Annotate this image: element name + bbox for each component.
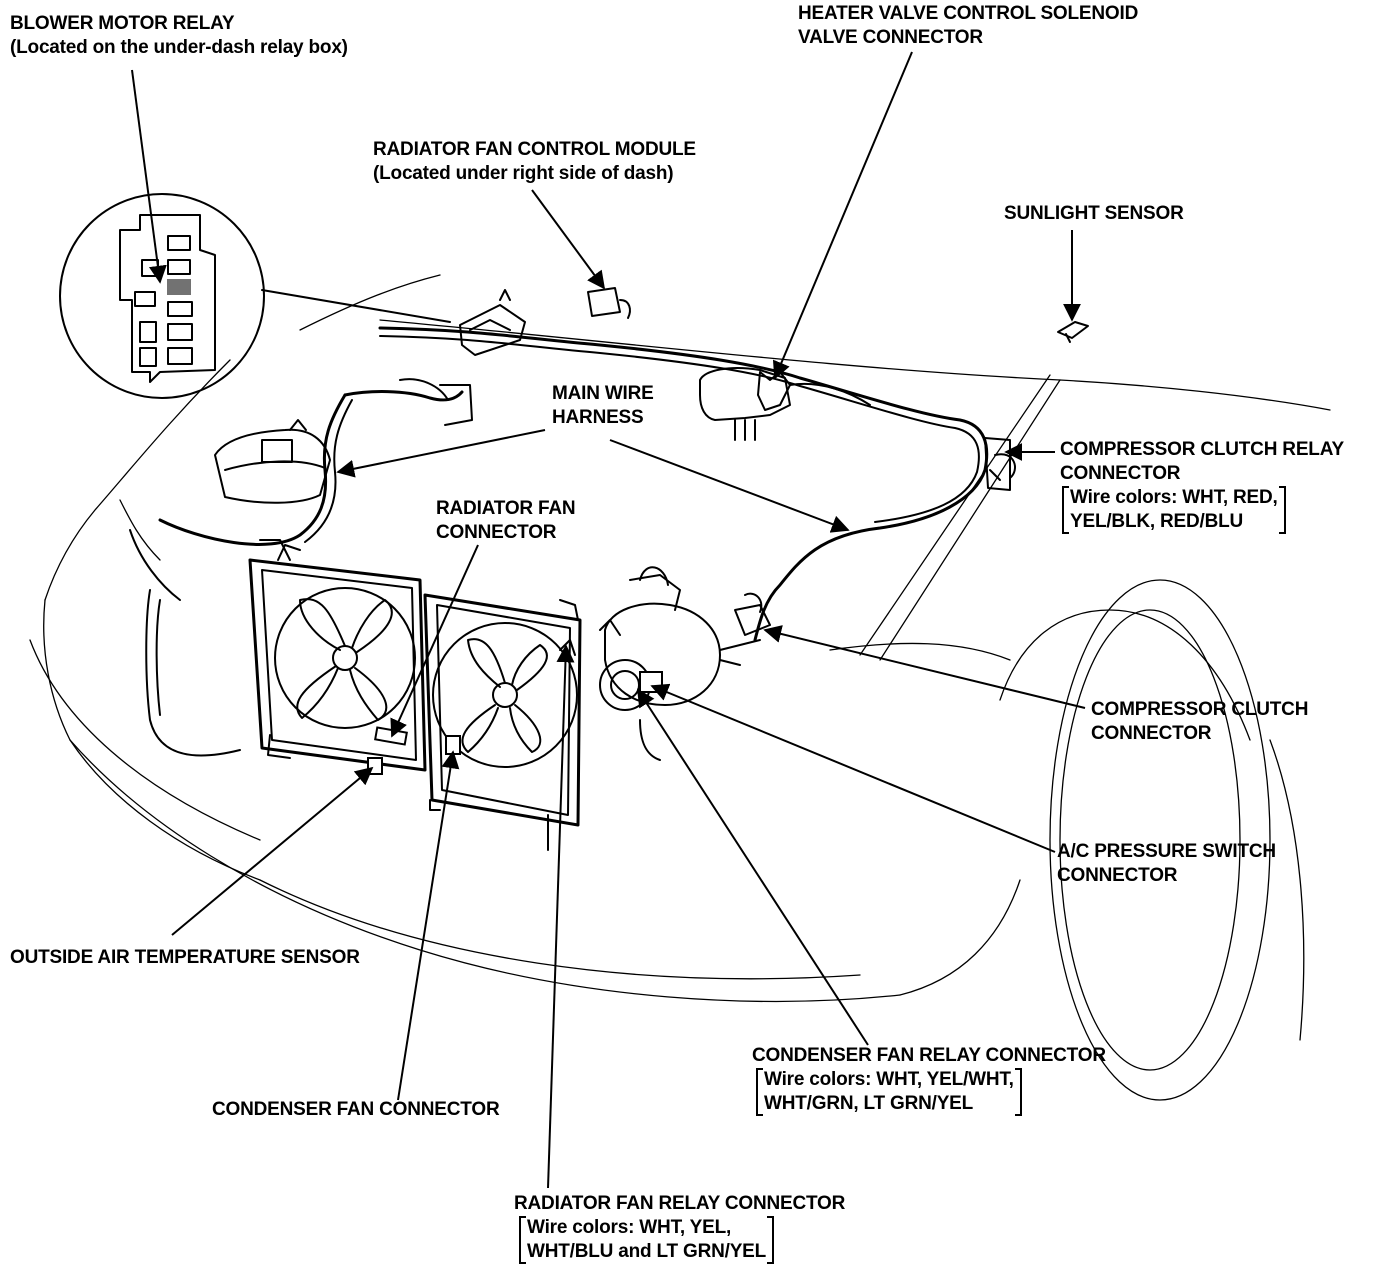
radiator-condenser-assembly xyxy=(248,544,582,851)
radiator-fan-connector-label: RADIATOR FAN CONNECTOR xyxy=(436,497,576,545)
under-dash-relay-box xyxy=(459,289,526,356)
label-line: RADIATOR FAN CONTROL MODULE xyxy=(373,139,696,160)
main-wire-harness-path xyxy=(129,326,989,757)
car-body-outline xyxy=(29,274,1331,1101)
label-line: CONNECTOR xyxy=(1060,463,1181,484)
radiator-fan-control-module-label: RADIATOR FAN CONTROL MODULE (Located und… xyxy=(373,138,696,186)
label-line: (Located under right side of dash) xyxy=(373,163,674,184)
leader-lines xyxy=(131,51,1086,1189)
label-line: BLOWER MOTOR RELAY xyxy=(10,13,235,34)
harness-leader-left xyxy=(336,429,546,478)
label-line: VALVE CONNECTOR xyxy=(798,27,983,48)
radiator-fan-relay-label: RADIATOR FAN RELAY CONNECTOR xyxy=(514,1192,845,1216)
outside-air-temp-sensor-label: OUTSIDE AIR TEMPERATURE SENSOR xyxy=(10,946,360,970)
wire-color-line: WHT/GRN, LT GRN/YEL xyxy=(764,1093,974,1114)
relay-box-inset xyxy=(59,193,451,399)
label-line: COMPRESSOR CLUTCH xyxy=(1091,699,1309,720)
sunlight-sensor-part xyxy=(1057,321,1089,343)
reservoir xyxy=(214,419,331,504)
ac-compressor xyxy=(599,566,771,761)
harness-leader-right xyxy=(609,439,850,533)
condenser-relay-leader xyxy=(637,688,869,1046)
heater-valve-label: HEATER VALVE CONTROL SOLENOID VALVE CONN… xyxy=(798,2,1138,50)
radiator-fan-control-module xyxy=(587,287,631,319)
main-wire-harness-label: MAIN WIRE HARNESS xyxy=(552,382,654,430)
fan-module-leader xyxy=(531,189,606,290)
label-line: CONNECTOR xyxy=(1091,723,1212,744)
compressor-clutch-relay-label: COMPRESSOR CLUTCH RELAY CONNECTOR xyxy=(1060,438,1344,486)
radiator-fan-connector-leader xyxy=(390,544,479,738)
pressure-switch-leader xyxy=(650,683,1056,853)
condenser-fan-leader xyxy=(397,750,460,1101)
wire-color-line: Wire colors: WHT, YEL, xyxy=(527,1217,732,1238)
condenser-fan-relay-wire-colors: Wire colors: WHT, YEL/WHT, WHT/GRN, LT G… xyxy=(756,1068,1022,1116)
label-line: CONDENSER FAN RELAY CONNECTOR xyxy=(752,1045,1106,1066)
outside-air-sensor-leader xyxy=(171,766,374,936)
condenser-fan-connector-label: CONDENSER FAN CONNECTOR xyxy=(212,1098,500,1122)
label-line: RADIATOR FAN RELAY CONNECTOR xyxy=(514,1193,846,1214)
label-line: CONNECTOR xyxy=(436,522,557,543)
radiator-fan-relay-wire-colors: Wire colors: WHT, YEL, WHT/BLU and LT GR… xyxy=(519,1216,775,1264)
compressor-clutch-connector-label: COMPRESSOR CLUTCH CONNECTOR xyxy=(1091,698,1308,746)
heater-valve-assembly xyxy=(699,367,871,441)
heater-valve-leader xyxy=(772,51,913,380)
label-line: (Located on the under-dash relay box) xyxy=(10,37,348,58)
condenser-fan-relay-label: CONDENSER FAN RELAY CONNECTOR xyxy=(752,1044,1106,1068)
wire-color-line: Wire colors: WHT, YEL/WHT, xyxy=(764,1069,1014,1090)
wire-color-line: WHT/BLU and LT GRN/YEL xyxy=(527,1241,767,1262)
compressor-clutch-leader xyxy=(763,625,1086,709)
label-line: COMPRESSOR CLUTCH RELAY xyxy=(1060,439,1344,460)
label-line: HARNESS xyxy=(552,407,644,428)
blower-relay-leader xyxy=(131,69,167,284)
blower-motor-relay-label: BLOWER MOTOR RELAY (Located on the under… xyxy=(10,12,348,60)
label-line: SUNLIGHT SENSOR xyxy=(1004,203,1184,224)
label-line: CONDENSER FAN CONNECTOR xyxy=(212,1099,500,1120)
label-line: HEATER VALVE CONTROL SOLENOID xyxy=(798,3,1139,24)
compressor-clutch-relay-wire-colors: Wire colors: WHT, RED, YEL/BLK, RED/BLU xyxy=(1062,486,1286,534)
ac-pressure-switch-label: A/C PRESSURE SWITCH CONNECTOR xyxy=(1057,840,1276,888)
label-line: RADIATOR FAN xyxy=(436,498,576,519)
label-line: A/C PRESSURE SWITCH xyxy=(1057,841,1276,862)
wire-color-line: Wire colors: WHT, RED, xyxy=(1070,487,1278,508)
label-line: CONNECTOR xyxy=(1057,865,1178,886)
compressor-clutch-relay-part xyxy=(984,437,1016,491)
sunlight-sensor-label: SUNLIGHT SENSOR xyxy=(1004,202,1184,226)
wire-color-line: YEL/BLK, RED/BLU xyxy=(1070,511,1244,532)
radiator-relay-leader xyxy=(547,644,575,1189)
label-line: OUTSIDE AIR TEMPERATURE SENSOR xyxy=(10,947,360,968)
label-line: MAIN WIRE xyxy=(552,383,654,404)
